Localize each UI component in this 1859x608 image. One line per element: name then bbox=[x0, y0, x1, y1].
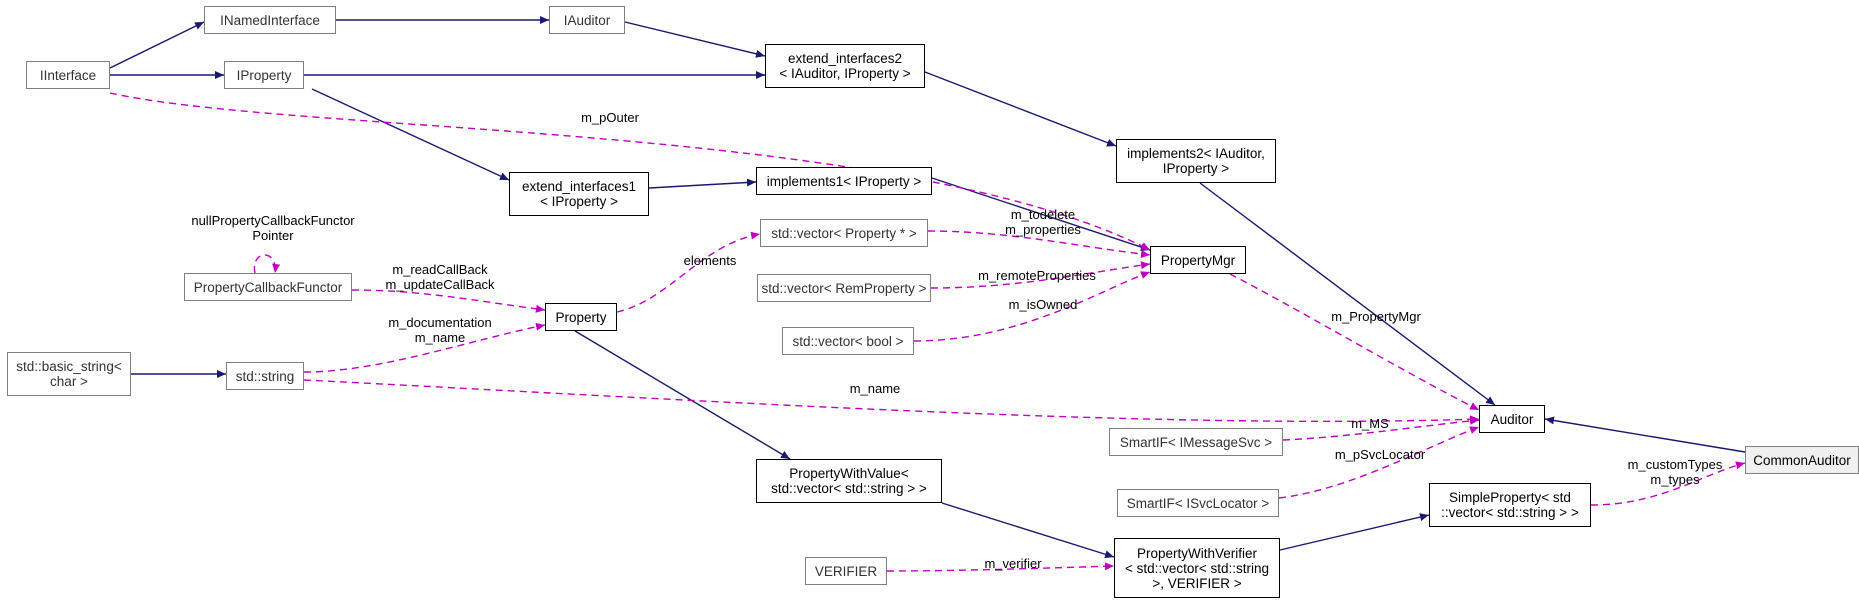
node-label: std::vector< Property * > bbox=[771, 225, 917, 241]
node-std-string[interactable]: std::string bbox=[226, 362, 304, 390]
edge-label-m-psvclocator: m_pSvcLocator bbox=[1320, 447, 1440, 462]
node-label: INamedInterface bbox=[220, 12, 320, 28]
node-label: Property bbox=[555, 309, 607, 325]
node-smartif-imessagesvc[interactable]: SmartIF< IMessageSvc > bbox=[1109, 428, 1283, 456]
node-commonauditor[interactable]: CommonAuditor bbox=[1745, 446, 1859, 474]
node-label: implements1< IProperty > bbox=[766, 173, 922, 189]
node-label: implements2< IAuditor, IProperty > bbox=[1127, 146, 1265, 176]
edge-label-text: m_verifier bbox=[984, 556, 1042, 571]
node-extend-interfaces1[interactable]: extend_interfaces1 < IProperty > bbox=[509, 172, 649, 216]
node-iinterface[interactable]: IInterface bbox=[26, 61, 110, 89]
node-label: VERIFIER bbox=[814, 563, 878, 579]
edge-label-m-remoteproperties: m_remoteProperties bbox=[967, 268, 1107, 283]
node-basic-string[interactable]: std::basic_string< char > bbox=[7, 352, 131, 396]
edge-label-text: m_pOuter bbox=[581, 110, 639, 125]
node-implements2[interactable]: implements2< IAuditor, IProperty > bbox=[1116, 139, 1276, 183]
node-label: IInterface bbox=[39, 67, 97, 83]
edge-label-text: nullPropertyCallbackFunctor Pointer bbox=[191, 213, 355, 243]
edge-label-m-propertymgr: m_PropertyMgr bbox=[1316, 309, 1436, 324]
node-label: std::vector< RemProperty > bbox=[761, 280, 927, 296]
edge-label-text: m_MS bbox=[1351, 416, 1389, 431]
edge-label-m-readcallback-m-updatecallback: m_readCallBack m_updateCallBack bbox=[375, 262, 505, 292]
edge-label-text: m_readCallBack m_updateCallBack bbox=[385, 262, 495, 292]
edge-label-text: m_remoteProperties bbox=[978, 268, 1096, 283]
edge-label-text: m_isOwned bbox=[1008, 297, 1078, 312]
node-label: SmartIF< IMessageSvc > bbox=[1119, 434, 1273, 450]
edge-label-text: m_name bbox=[849, 381, 901, 396]
edge-label-text: m_pSvcLocator bbox=[1334, 447, 1426, 462]
node-implements1[interactable]: implements1< IProperty > bbox=[756, 167, 932, 195]
edge-label-text: m_customTypes m_types bbox=[1627, 457, 1723, 487]
node-label: std::string bbox=[235, 368, 295, 384]
node-propertywithvalue[interactable]: PropertyWithValue< std::vector< std::str… bbox=[756, 459, 942, 503]
node-label: IAuditor bbox=[563, 12, 611, 28]
node-label: SimpleProperty< std ::vector< std::strin… bbox=[1441, 490, 1579, 520]
edge-label-m-documentation-m-name: m_documentation m_name bbox=[375, 315, 505, 345]
node-iauditor[interactable]: IAuditor bbox=[549, 6, 625, 34]
node-propertywithverifier[interactable]: PropertyWithVerifier < std::vector< std:… bbox=[1114, 538, 1280, 598]
node-vector-bool[interactable]: std::vector< bool > bbox=[782, 327, 914, 355]
node-vector-property-pointer[interactable]: std::vector< Property * > bbox=[760, 219, 928, 247]
node-propertymgr[interactable]: PropertyMgr bbox=[1150, 246, 1246, 274]
edge-label-elements: elements bbox=[671, 253, 749, 268]
edge-label-m-verifier: m_verifier bbox=[968, 556, 1058, 571]
node-label: IProperty bbox=[236, 67, 292, 83]
node-simpleproperty[interactable]: SimpleProperty< std ::vector< std::strin… bbox=[1429, 483, 1591, 527]
node-auditor[interactable]: Auditor bbox=[1479, 405, 1545, 433]
edge-label-m-isowned: m_isOwned bbox=[993, 297, 1093, 312]
node-label: PropertyMgr bbox=[1160, 252, 1236, 268]
node-label: CommonAuditor bbox=[1753, 452, 1851, 468]
edge-label-nullpropertycallbackfunctorpointer: nullPropertyCallbackFunctor Pointer bbox=[183, 213, 363, 243]
node-verifier[interactable]: VERIFIER bbox=[805, 557, 887, 585]
node-propertycallbackfunctor[interactable]: PropertyCallbackFunctor bbox=[184, 273, 352, 301]
node-label: PropertyWithVerifier < std::vector< std:… bbox=[1124, 545, 1270, 591]
node-vector-remproperty[interactable]: std::vector< RemProperty > bbox=[757, 274, 931, 302]
edge-label-m-name: m_name bbox=[830, 381, 920, 396]
node-label: extend_interfaces1 < IProperty > bbox=[521, 179, 637, 209]
node-label: extend_interfaces2 < IAuditor, IProperty… bbox=[779, 51, 911, 81]
edge-label-m-pouter: m_pOuter bbox=[555, 110, 665, 125]
edge-label-m-ms: m_MS bbox=[1340, 416, 1400, 431]
node-label: Auditor bbox=[1490, 411, 1534, 427]
edge-label-m-customtypes-m-types: m_customTypes m_types bbox=[1610, 457, 1740, 487]
node-smartif-isvclocator[interactable]: SmartIF< ISvcLocator > bbox=[1117, 489, 1279, 517]
edge-label-text: elements bbox=[683, 253, 737, 268]
node-label: std::vector< bool > bbox=[792, 333, 904, 349]
node-iproperty[interactable]: IProperty bbox=[224, 61, 304, 89]
node-label: SmartIF< ISvcLocator > bbox=[1126, 495, 1270, 511]
node-label: PropertyCallbackFunctor bbox=[193, 279, 343, 295]
node-inamedinterface[interactable]: INamedInterface bbox=[204, 6, 336, 34]
edge-label-m-todelete-m-properties: m_todelete m_properties bbox=[988, 207, 1098, 237]
node-label: std::basic_string< char > bbox=[16, 359, 122, 389]
edge-label-text: m_documentation m_name bbox=[388, 315, 492, 345]
node-label: PropertyWithValue< std::vector< std::str… bbox=[771, 466, 927, 496]
edge-label-text: m_PropertyMgr bbox=[1331, 309, 1421, 324]
edge-label-text: m_todelete m_properties bbox=[1005, 207, 1081, 237]
node-property[interactable]: Property bbox=[545, 303, 617, 331]
node-extend-interfaces2[interactable]: extend_interfaces2 < IAuditor, IProperty… bbox=[765, 44, 925, 88]
